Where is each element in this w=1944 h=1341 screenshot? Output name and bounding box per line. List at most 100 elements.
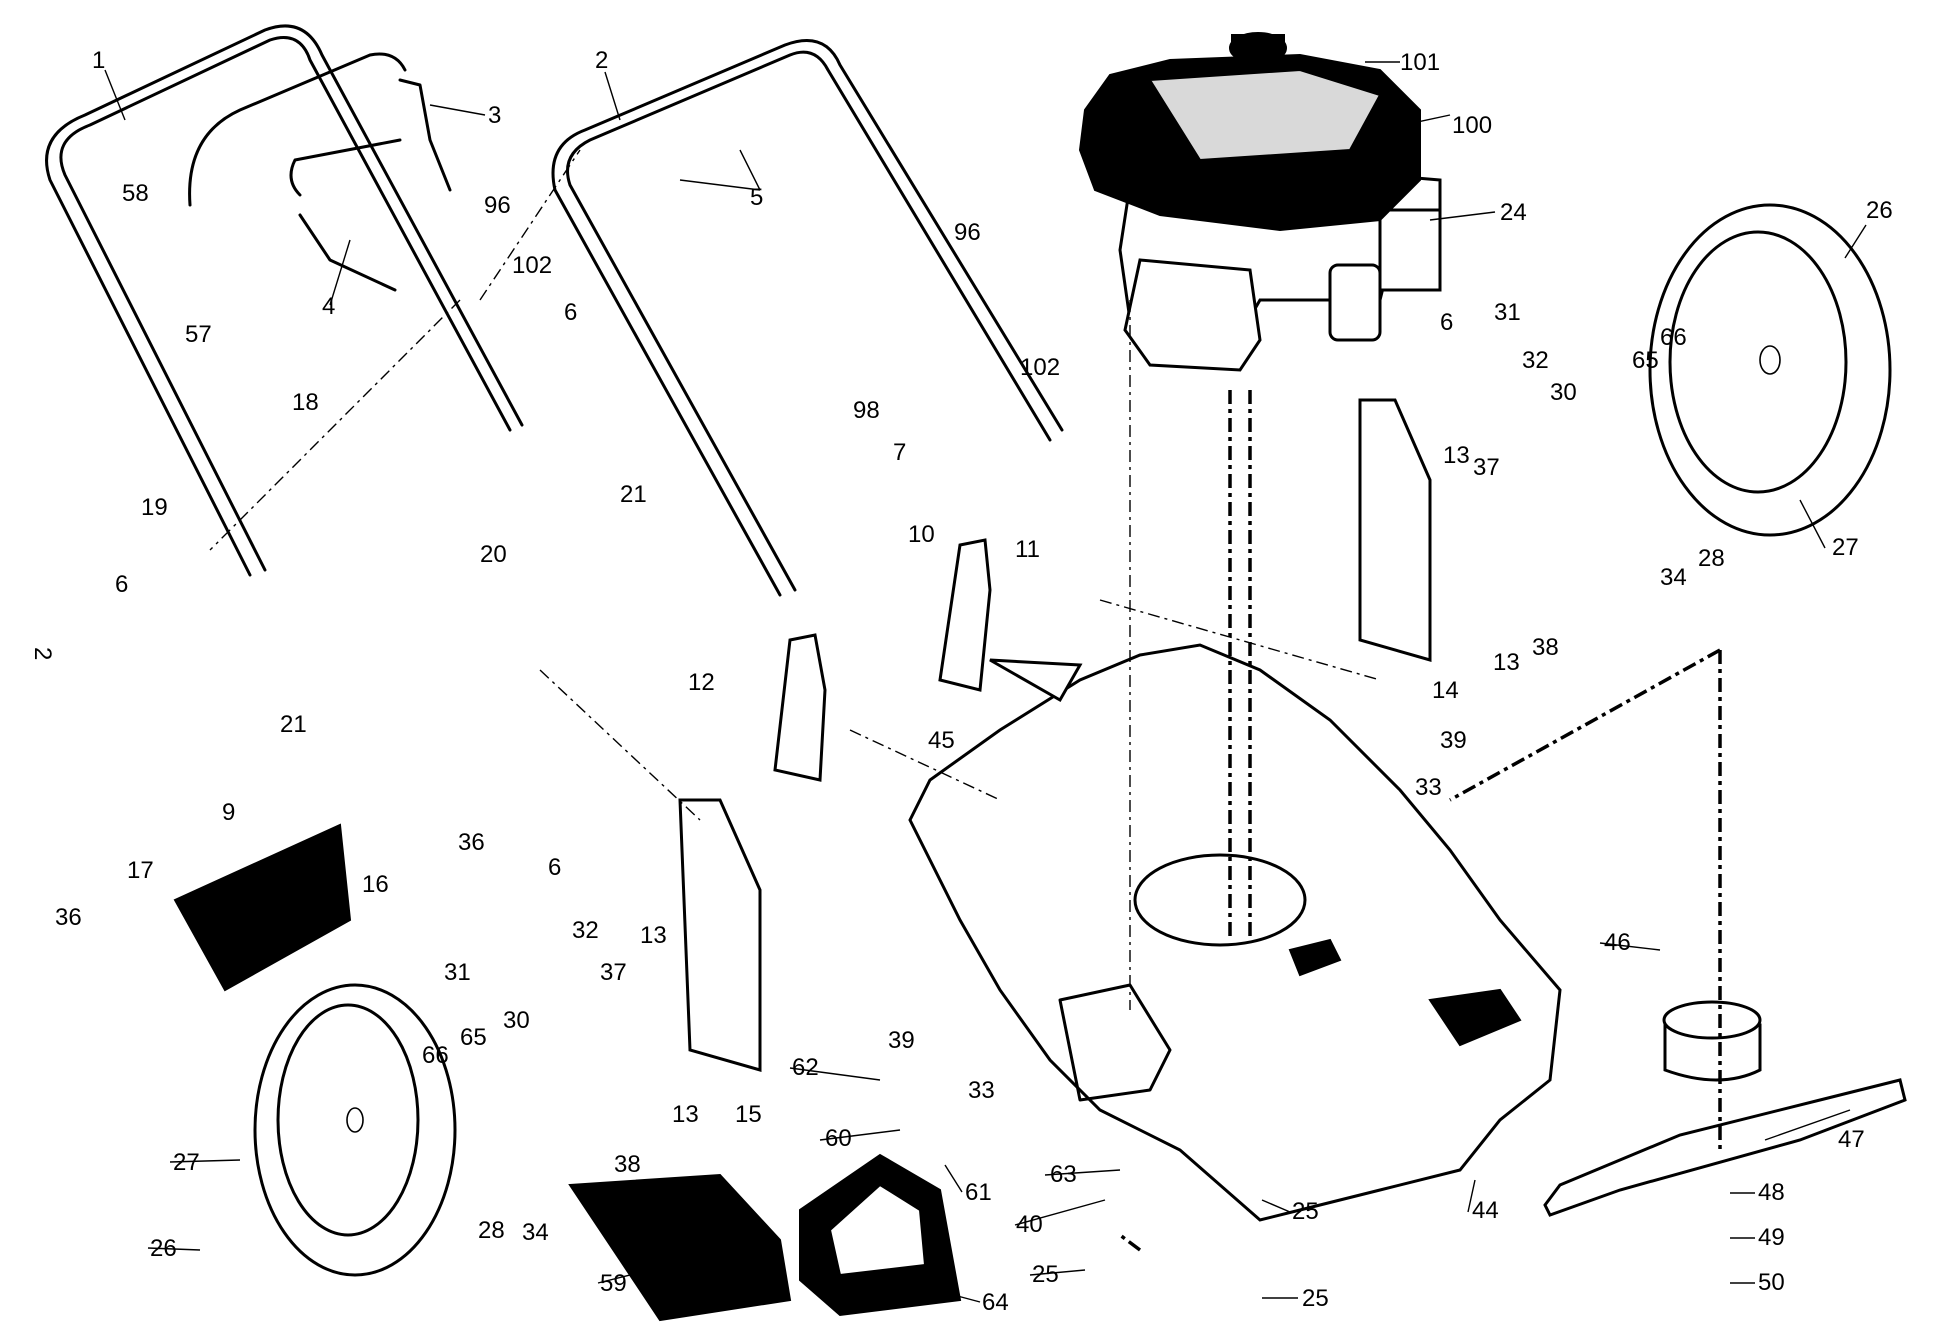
callout-13-right-top: 13 <box>1443 442 1470 469</box>
callout-45: 45 <box>928 727 955 754</box>
assembly-reference-lines <box>209 149 1722 1150</box>
callout-32-right: 32 <box>1522 347 1549 374</box>
callout-3: 3 <box>488 102 501 129</box>
callout-66-right: 66 <box>1660 324 1687 351</box>
callout-39-left: 39 <box>888 1027 915 1054</box>
callout-5: 5 <box>750 184 763 211</box>
callout-13-right-bottom: 13 <box>1493 649 1520 676</box>
callout-19: 19 <box>141 494 168 521</box>
callout-12: 12 <box>688 669 715 696</box>
callout-6-right: 6 <box>1440 309 1453 336</box>
callout-30-right: 30 <box>1550 379 1577 406</box>
rear-flap-9 <box>173 823 352 992</box>
callout-98: 98 <box>853 397 880 424</box>
lower-handle <box>551 39 1064 597</box>
callout-34-left: 34 <box>522 1219 549 1246</box>
callout-37-right: 37 <box>1473 454 1500 481</box>
callout-65-left: 65 <box>460 1024 487 1051</box>
mower-deck <box>908 643 1562 1252</box>
callout-labels: 2 1 2 3 4 5 6 6 6 6 7 9 10 11 12 13 13 1… <box>29 47 1893 1316</box>
callout-14: 14 <box>1432 677 1459 704</box>
height-plate-12 <box>773 633 827 782</box>
throttle-cable-4 <box>289 138 402 292</box>
callout-33-right: 33 <box>1415 774 1442 801</box>
callout-100: 100 <box>1452 112 1492 139</box>
callout-34-right: 34 <box>1660 564 1687 591</box>
height-plate-11 <box>938 538 992 692</box>
callout-37-center: 37 <box>600 959 627 986</box>
page-number: 2 <box>29 647 56 660</box>
callout-64: 64 <box>982 1289 1009 1316</box>
callout-21-upper: 21 <box>620 481 647 508</box>
callout-31-right: 31 <box>1494 299 1521 326</box>
callout-7: 7 <box>893 439 906 466</box>
callout-65-right: 65 <box>1632 347 1659 374</box>
callout-57: 57 <box>185 321 212 348</box>
callout-101: 101 <box>1400 49 1440 76</box>
callout-44: 44 <box>1472 1197 1499 1224</box>
height-bracket-15 <box>678 798 762 1072</box>
callout-66-left: 66 <box>422 1042 449 1069</box>
callout-13-lower: 13 <box>672 1101 699 1128</box>
washout-45 <box>989 658 1083 703</box>
callout-49: 49 <box>1758 1224 1785 1251</box>
callout-17: 17 <box>127 857 154 884</box>
callout-25-bottom: 25 <box>1302 1285 1329 1312</box>
callout-30-left: 30 <box>503 1007 530 1034</box>
callout-6-left: 6 <box>115 571 128 598</box>
callout-6-right-top: 6 <box>564 299 577 326</box>
callout-48: 48 <box>1758 1179 1785 1206</box>
upper-handle <box>45 24 524 577</box>
callout-10: 10 <box>908 521 935 548</box>
callout-31-left: 31 <box>444 959 471 986</box>
callout-28-left: 28 <box>478 1217 505 1244</box>
callout-2: 2 <box>595 47 608 74</box>
callout-6-center: 6 <box>548 854 561 881</box>
callout-15: 15 <box>735 1101 762 1128</box>
bail-cable <box>188 52 407 207</box>
callout-21-lower: 21 <box>280 711 307 738</box>
callout-27-right: 27 <box>1832 534 1859 561</box>
callout-leader-lines <box>104 61 1867 1303</box>
callout-102-right: 102 <box>1020 354 1060 381</box>
callout-39-right: 39 <box>1440 727 1467 754</box>
callout-20: 20 <box>480 541 507 568</box>
callout-9: 9 <box>222 799 235 826</box>
callout-40: 40 <box>1016 1211 1043 1238</box>
callout-58: 58 <box>122 180 149 207</box>
callout-50: 50 <box>1758 1269 1785 1296</box>
mulch-plug-59 <box>568 1173 792 1322</box>
callout-16: 16 <box>362 871 389 898</box>
callout-13-center: 13 <box>640 922 667 949</box>
callout-18: 18 <box>292 389 319 416</box>
callout-26-right: 26 <box>1866 197 1893 224</box>
callout-32-left: 32 <box>572 917 599 944</box>
callout-36-upper: 36 <box>458 829 485 856</box>
rear-wheel-right <box>1648 203 1892 537</box>
callout-1: 1 <box>92 47 105 74</box>
callout-24: 24 <box>1500 199 1527 226</box>
callout-33-left: 33 <box>968 1077 995 1104</box>
callout-59: 59 <box>600 1270 627 1297</box>
callout-102-left: 102 <box>512 252 552 279</box>
callout-11: 11 <box>1015 536 1040 563</box>
discharge-chute-64 <box>799 1153 962 1317</box>
callout-27-left: 27 <box>173 1149 200 1176</box>
callout-47: 47 <box>1838 1126 1865 1153</box>
callout-38-right: 38 <box>1532 634 1559 661</box>
callout-46: 46 <box>1604 929 1631 956</box>
callout-38-left: 38 <box>614 1151 641 1178</box>
callout-28-right: 28 <box>1698 545 1725 572</box>
callout-62: 62 <box>792 1054 819 1081</box>
callout-96-left: 96 <box>484 192 511 219</box>
engine-assembly <box>1078 32 1442 372</box>
callout-36-left: 36 <box>55 904 82 931</box>
height-bracket-14 <box>1358 398 1432 662</box>
mower-blade <box>1543 1078 1907 1217</box>
front-wheel-left <box>253 983 457 1277</box>
callout-96-right: 96 <box>954 219 981 246</box>
callout-25-right: 25 <box>1292 1198 1319 1225</box>
callout-61: 61 <box>965 1179 992 1206</box>
blade-adapter <box>1662 1000 1762 1082</box>
